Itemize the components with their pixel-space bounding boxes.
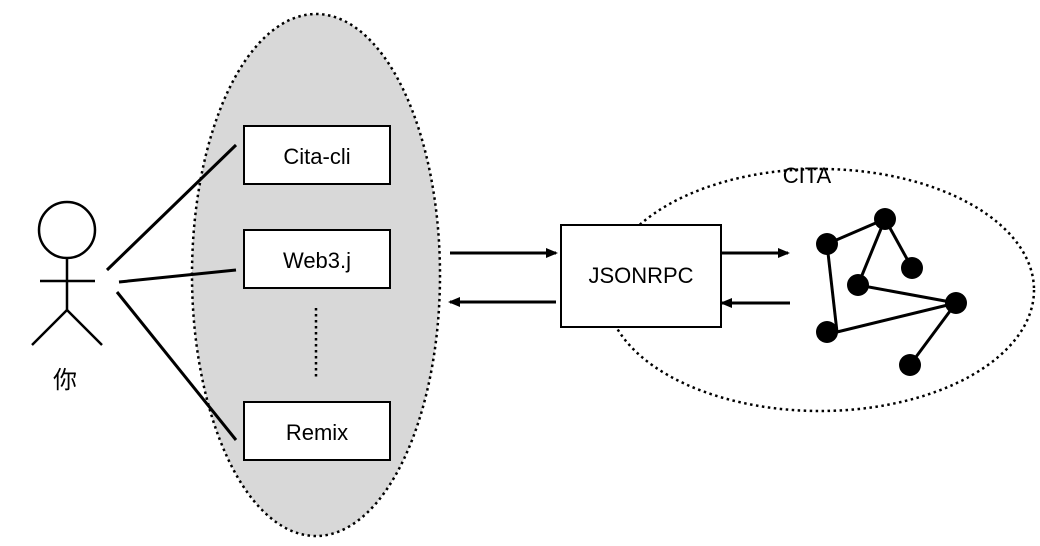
network-node-icon xyxy=(945,292,967,314)
actor-to-remix-line xyxy=(115,291,238,441)
client-box-web3j: Web3.j xyxy=(243,229,391,289)
blockchain-network-icon xyxy=(816,208,967,376)
client-box-remix: Remix xyxy=(243,401,391,461)
client-box-cita-cli: Cita-cli xyxy=(243,125,391,185)
network-node-icon xyxy=(847,274,869,296)
jsonrpc-label: JSONRPC xyxy=(588,263,693,288)
jsonrpc-box: JSONRPC xyxy=(560,224,722,328)
network-label: CITA xyxy=(783,163,832,188)
network-node-icon xyxy=(874,208,896,230)
network-node-icon xyxy=(899,354,921,376)
client-label-cita-cli: Cita-cli xyxy=(283,144,350,169)
actor-label: 你 xyxy=(53,367,77,394)
network-node-icon xyxy=(901,257,923,279)
network-node-icon xyxy=(816,233,838,255)
user-actor-icon xyxy=(31,200,103,346)
network-node-icon xyxy=(816,321,838,343)
client-label-web3j: Web3.j xyxy=(283,248,351,273)
actor-to-cita-cli-line xyxy=(105,143,238,272)
actor-to-web3j-line xyxy=(118,268,237,284)
client-label-remix: Remix xyxy=(286,420,348,445)
